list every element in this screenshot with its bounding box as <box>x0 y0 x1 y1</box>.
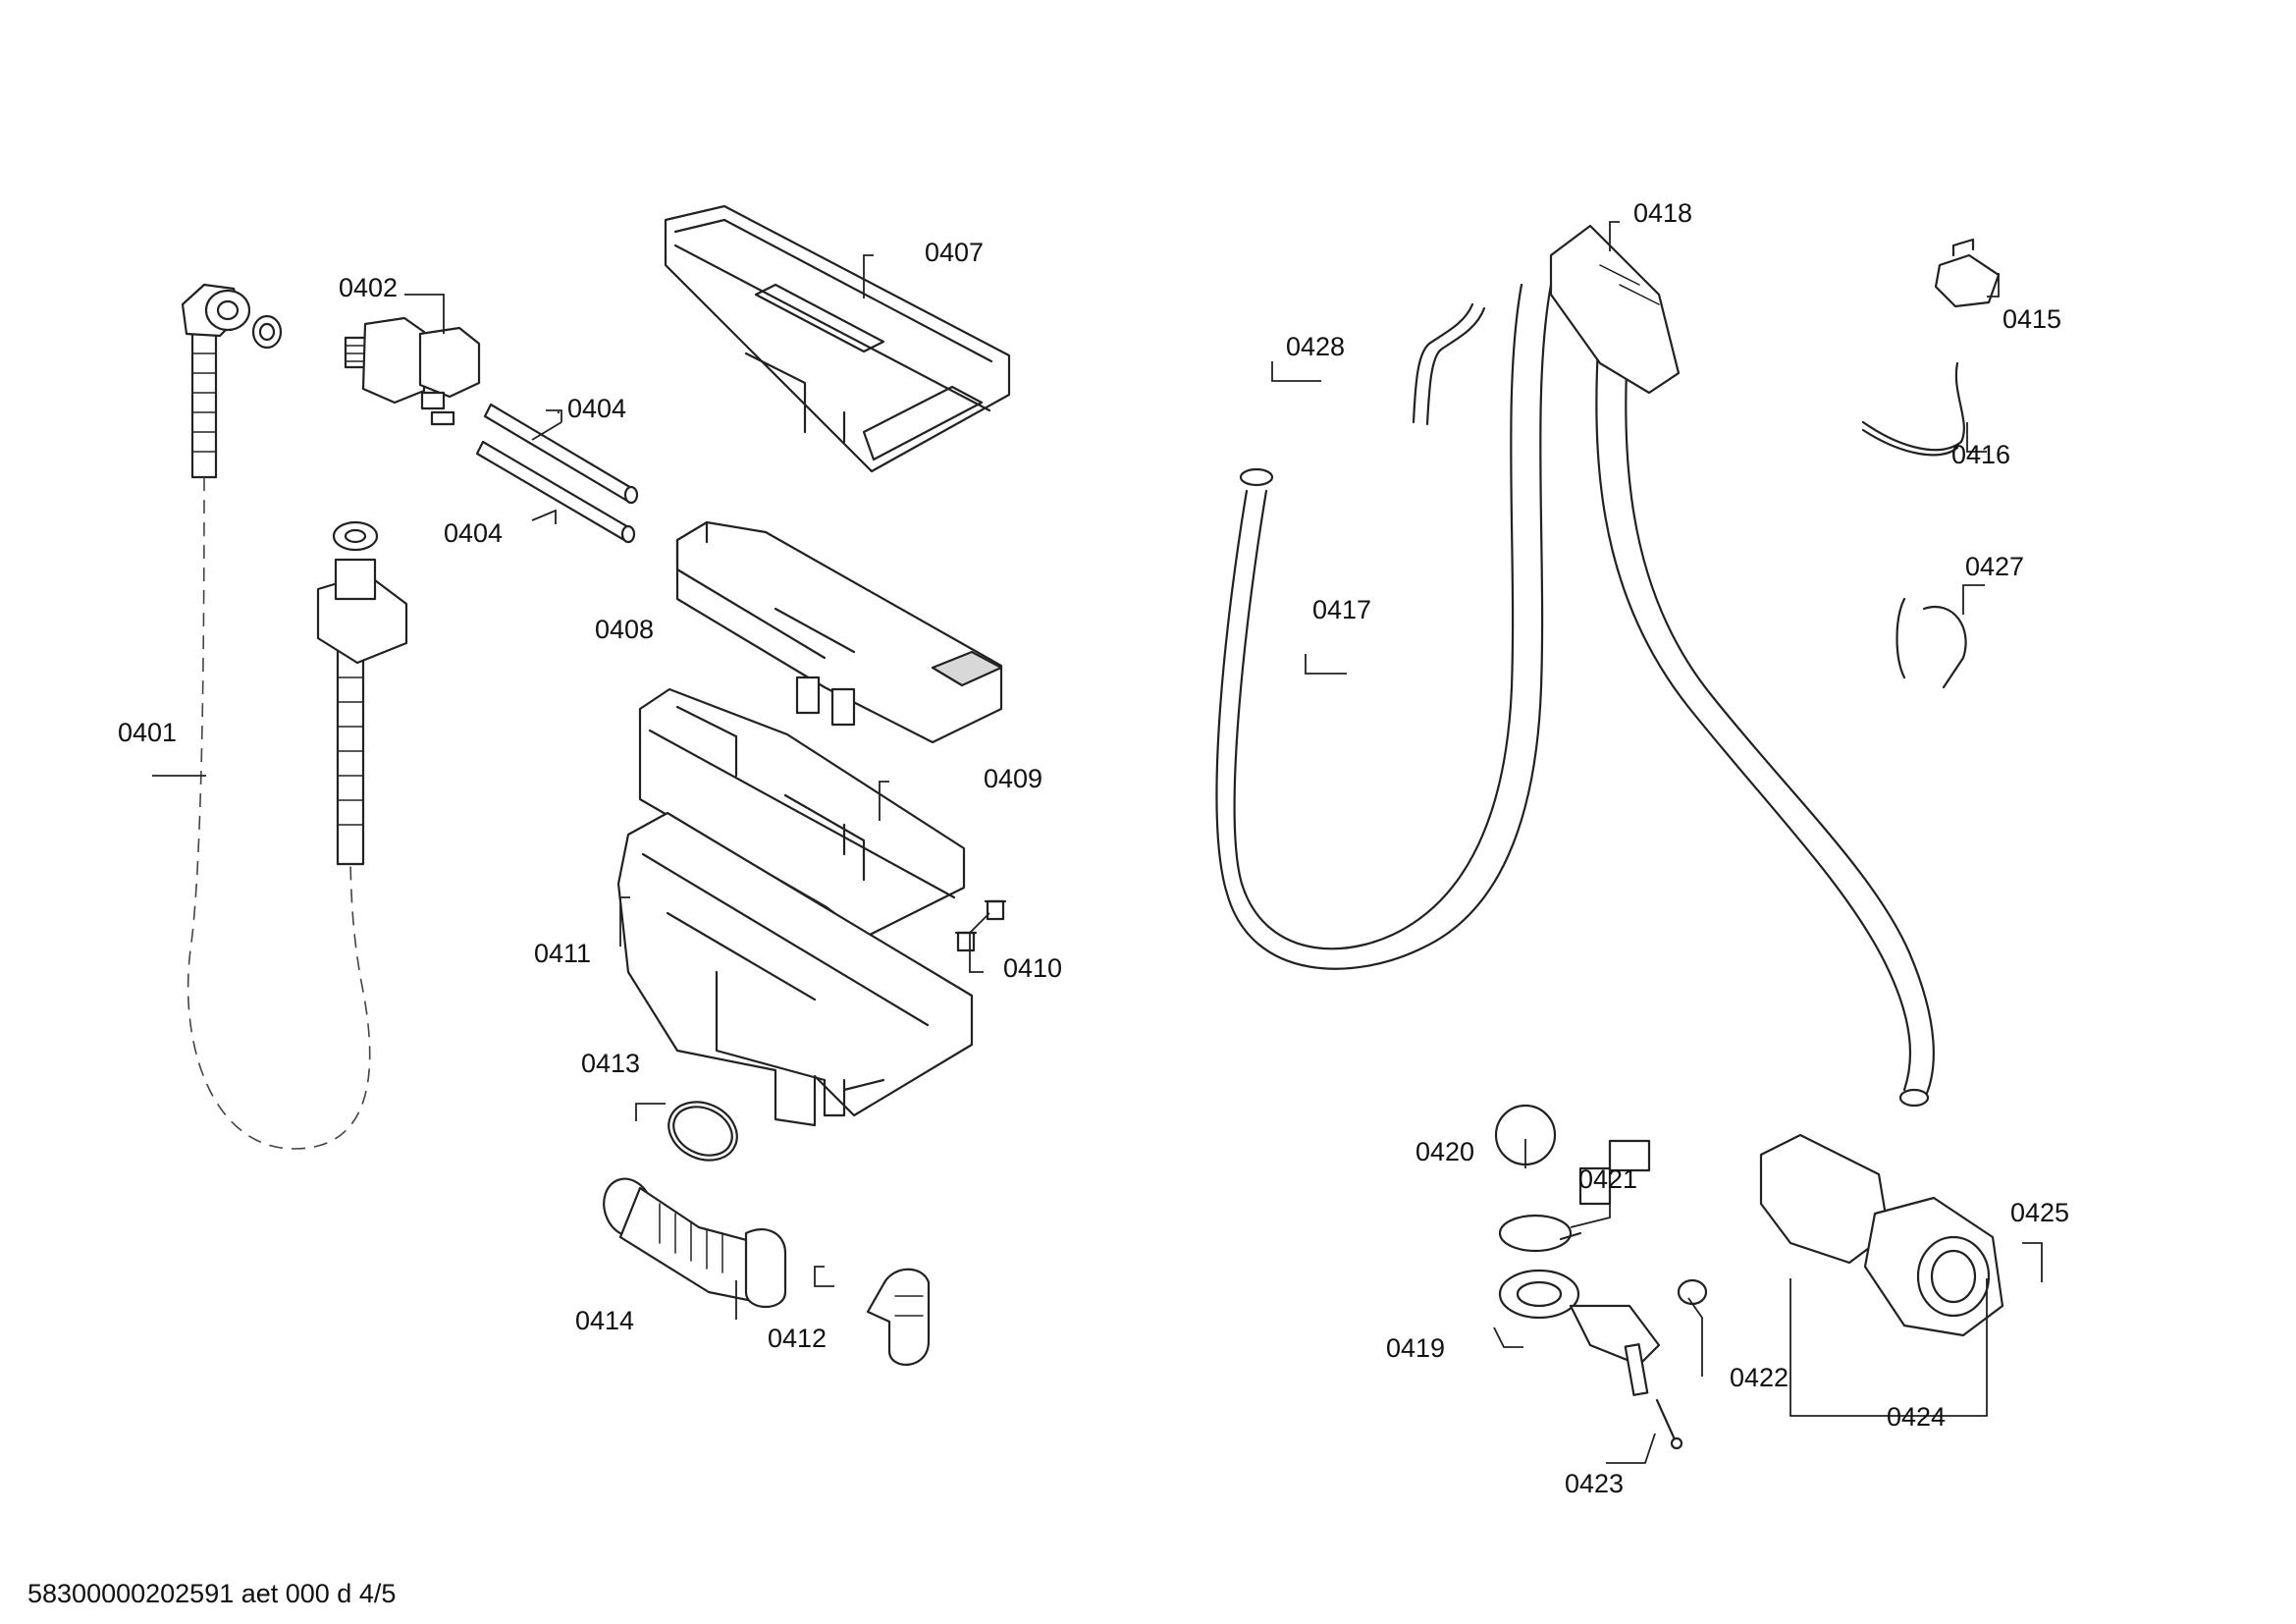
part-0404-tubes <box>475 403 639 544</box>
part-labels: 0401 0402 0404 0404 0407 0408 0409 0410 … <box>118 198 2069 1498</box>
label-0404-upper: 0404 <box>567 394 626 423</box>
label-0428: 0428 <box>1286 332 1345 361</box>
label-0409: 0409 <box>984 764 1042 793</box>
part-0414-bellows <box>603 1177 787 1308</box>
label-0402: 0402 <box>339 273 398 302</box>
label-0408: 0408 <box>595 615 654 644</box>
label-0416: 0416 <box>1951 440 2010 469</box>
label-0420: 0420 <box>1415 1137 1474 1166</box>
part-0408-drawer <box>675 520 1003 744</box>
part-0415-pressure-switch <box>1934 238 2001 308</box>
part-0424-drain-pump <box>1578 1133 2004 1337</box>
part-0413-seal-ring <box>667 1101 738 1162</box>
label-0425: 0425 <box>2010 1198 2069 1227</box>
label-0427: 0427 <box>1965 552 2024 581</box>
label-0414: 0414 <box>575 1306 634 1335</box>
part-0410-screws <box>954 899 1007 952</box>
label-0419: 0419 <box>1386 1333 1445 1363</box>
label-0404-lower: 0404 <box>444 518 503 548</box>
document-id: 58300000202591 aet 000 d 4/5 <box>27 1579 396 1608</box>
part-0428-small-hose <box>1412 302 1486 426</box>
label-0401: 0401 <box>118 718 177 747</box>
part-0423-screw <box>1655 1398 1683 1450</box>
label-0413: 0413 <box>581 1049 640 1078</box>
label-0421: 0421 <box>1578 1164 1637 1194</box>
label-0417: 0417 <box>1312 595 1371 624</box>
label-0418: 0418 <box>1633 198 1692 228</box>
part-0401-inlet-hose <box>181 283 408 1150</box>
part-0411-lower-housing <box>616 811 974 1127</box>
part-0419-sump-hose <box>1498 1269 1661 1396</box>
label-0424: 0424 <box>1887 1402 1946 1432</box>
part-0416-pressure-hose <box>1861 361 1965 457</box>
label-0422: 0422 <box>1730 1363 1789 1392</box>
part-0427-clip <box>1896 597 1967 689</box>
part-0407-dispenser-cover <box>664 204 1011 473</box>
part-0418-drain-hose <box>1215 224 1935 1108</box>
part-0402-inlet-valve <box>344 316 481 426</box>
leader-lines <box>152 221 2043 1464</box>
part-0412-elbow <box>866 1268 931 1366</box>
part-0422-clamp <box>1677 1278 1708 1306</box>
label-0411: 0411 <box>534 939 591 968</box>
label-0410: 0410 <box>1003 953 1062 983</box>
part-0421-hose-clamp <box>1498 1214 1582 1253</box>
label-0415: 0415 <box>2002 304 2061 334</box>
label-0412: 0412 <box>768 1324 827 1353</box>
label-0423: 0423 <box>1565 1469 1624 1498</box>
label-0407: 0407 <box>925 238 984 267</box>
